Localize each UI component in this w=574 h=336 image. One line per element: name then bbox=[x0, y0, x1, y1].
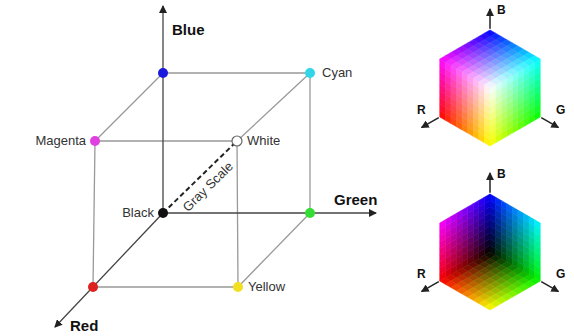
color-cell bbox=[484, 194, 490, 204]
vertex-label: Cyan bbox=[322, 65, 352, 81]
color-cell bbox=[445, 217, 451, 227]
cube-axis bbox=[541, 282, 558, 292]
color-cell bbox=[484, 82, 495, 88]
axis-label: Red bbox=[70, 318, 98, 334]
cube-axis bbox=[541, 118, 558, 128]
color-cell bbox=[457, 210, 463, 220]
axis-letter: G bbox=[556, 102, 565, 118]
color-cell bbox=[523, 213, 529, 223]
cube-axis bbox=[489, 9, 491, 29]
color-cell bbox=[490, 194, 496, 204]
axis-letter: G bbox=[556, 266, 565, 282]
axis-letter: B bbox=[497, 2, 506, 18]
color-cell bbox=[512, 207, 518, 217]
axis-letter: R bbox=[417, 266, 426, 282]
cube-edges bbox=[93, 73, 310, 287]
shaded-cubes bbox=[422, 9, 559, 310]
color-cell bbox=[451, 213, 457, 223]
vertex-dots bbox=[88, 68, 315, 292]
color-cell bbox=[479, 197, 485, 207]
axis-label: Green bbox=[334, 192, 377, 208]
cube-axis bbox=[489, 173, 491, 193]
vertex-label: Black bbox=[122, 205, 154, 221]
axes bbox=[55, 6, 376, 327]
vertex-label: White bbox=[247, 133, 280, 149]
axis-label: Blue bbox=[172, 22, 205, 38]
vertex-label: Magenta bbox=[35, 133, 86, 149]
axis-letter: R bbox=[417, 102, 426, 118]
vertex-label: Yellow bbox=[248, 279, 285, 295]
color-cell bbox=[484, 304, 495, 310]
color-cell bbox=[535, 220, 541, 230]
color-cell bbox=[468, 204, 474, 214]
color-cell bbox=[518, 210, 524, 220]
color-cell bbox=[496, 197, 502, 207]
color-cell bbox=[440, 220, 446, 230]
color-cell bbox=[501, 200, 507, 210]
cube-axis bbox=[422, 118, 439, 128]
cube-axis bbox=[422, 282, 439, 292]
color-cell bbox=[507, 204, 513, 214]
diagonal-label: Gray Scale bbox=[179, 159, 236, 216]
color-cell bbox=[462, 207, 468, 217]
color-cell bbox=[473, 200, 479, 210]
axis-letter: B bbox=[497, 166, 506, 182]
color-cell bbox=[529, 217, 535, 227]
